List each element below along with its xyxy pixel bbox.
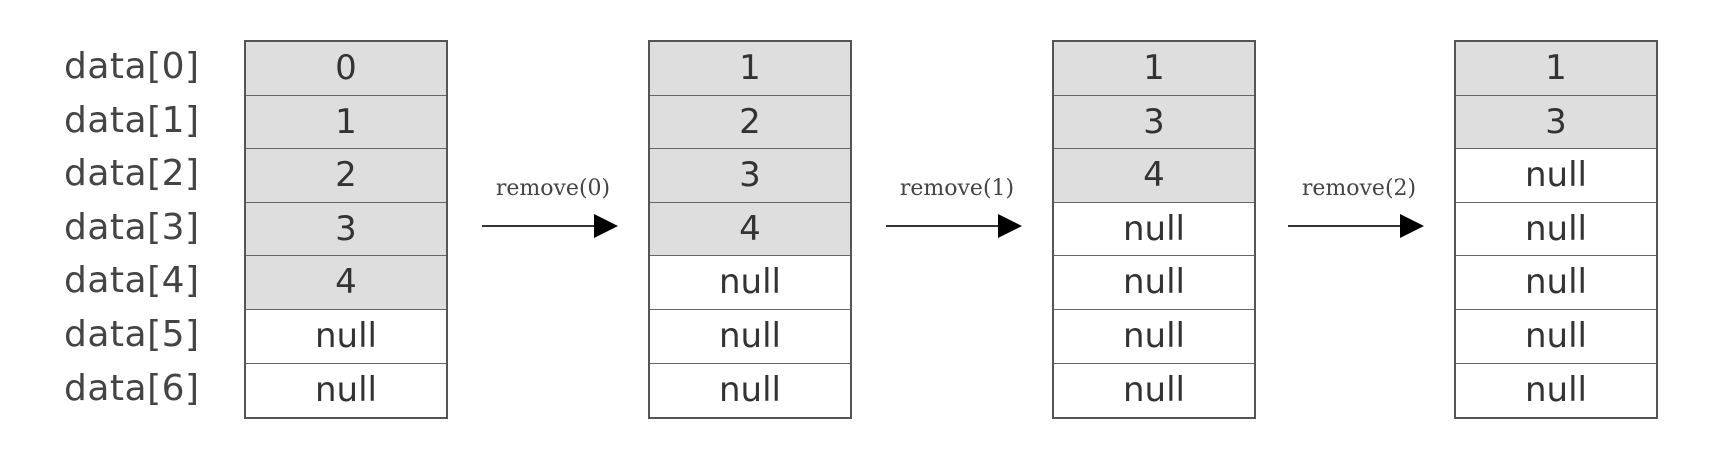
index-label: data[3] (64, 206, 200, 248)
array-cell: 2 (650, 95, 850, 150)
arrow-right-icon (482, 214, 618, 238)
array-cell: null (650, 256, 850, 310)
array-cell: 0 (246, 42, 446, 96)
index-label: data[1] (64, 99, 200, 141)
array-state-1: 1 2 3 4 null null null (648, 40, 852, 420)
operation-label: remove(1) (899, 176, 1015, 201)
array-cell: 1 (650, 42, 850, 96)
array-state-0: 0 1 2 3 4 null null (244, 40, 448, 420)
array-cell: null (1054, 309, 1254, 364)
array-cell: null (1456, 363, 1656, 418)
array-cell: null (1456, 149, 1656, 203)
array-cell: 3 (1054, 95, 1254, 150)
operation-arrow: remove(1) (882, 176, 1032, 256)
array-state-2: 1 3 4 null null null null (1052, 40, 1256, 420)
array-cell: 4 (650, 202, 850, 257)
index-label: data[4] (64, 260, 200, 302)
array-cell: null (1054, 256, 1254, 310)
index-label: data[6] (64, 367, 200, 409)
array-cell: null (246, 363, 446, 418)
operation-label: remove(2) (1301, 176, 1417, 201)
array-cell: null (1054, 202, 1254, 257)
array-cell: 3 (1456, 95, 1656, 150)
array-cell: 1 (1054, 42, 1254, 96)
operation-label: remove(0) (495, 176, 611, 201)
operation-arrow: remove(2) (1284, 176, 1434, 256)
array-cell: 3 (246, 202, 446, 257)
array-cell: 1 (246, 95, 446, 150)
array-cell: null (1054, 363, 1254, 418)
array-cell: null (246, 309, 446, 364)
index-labels: data[0] data[1] data[2] data[3] data[4] … (64, 40, 214, 415)
arrow-right-icon (1288, 214, 1424, 238)
array-cell: 4 (1054, 149, 1254, 203)
index-label: data[5] (64, 313, 200, 355)
array-cell: null (650, 363, 850, 418)
array-state-3: 1 3 null null null null null (1454, 40, 1658, 420)
array-cell: null (1456, 309, 1656, 364)
array-cell: null (1456, 256, 1656, 310)
index-label: data[2] (64, 153, 200, 195)
array-cell: 4 (246, 256, 446, 310)
array-cell: null (650, 309, 850, 364)
array-cell: null (1456, 202, 1656, 257)
arrow-right-icon (886, 214, 1022, 238)
array-cell: 1 (1456, 42, 1656, 96)
array-cell: 3 (650, 149, 850, 203)
operation-arrow: remove(0) (478, 176, 628, 256)
index-label: data[0] (64, 46, 200, 87)
array-cell: 2 (246, 149, 446, 203)
